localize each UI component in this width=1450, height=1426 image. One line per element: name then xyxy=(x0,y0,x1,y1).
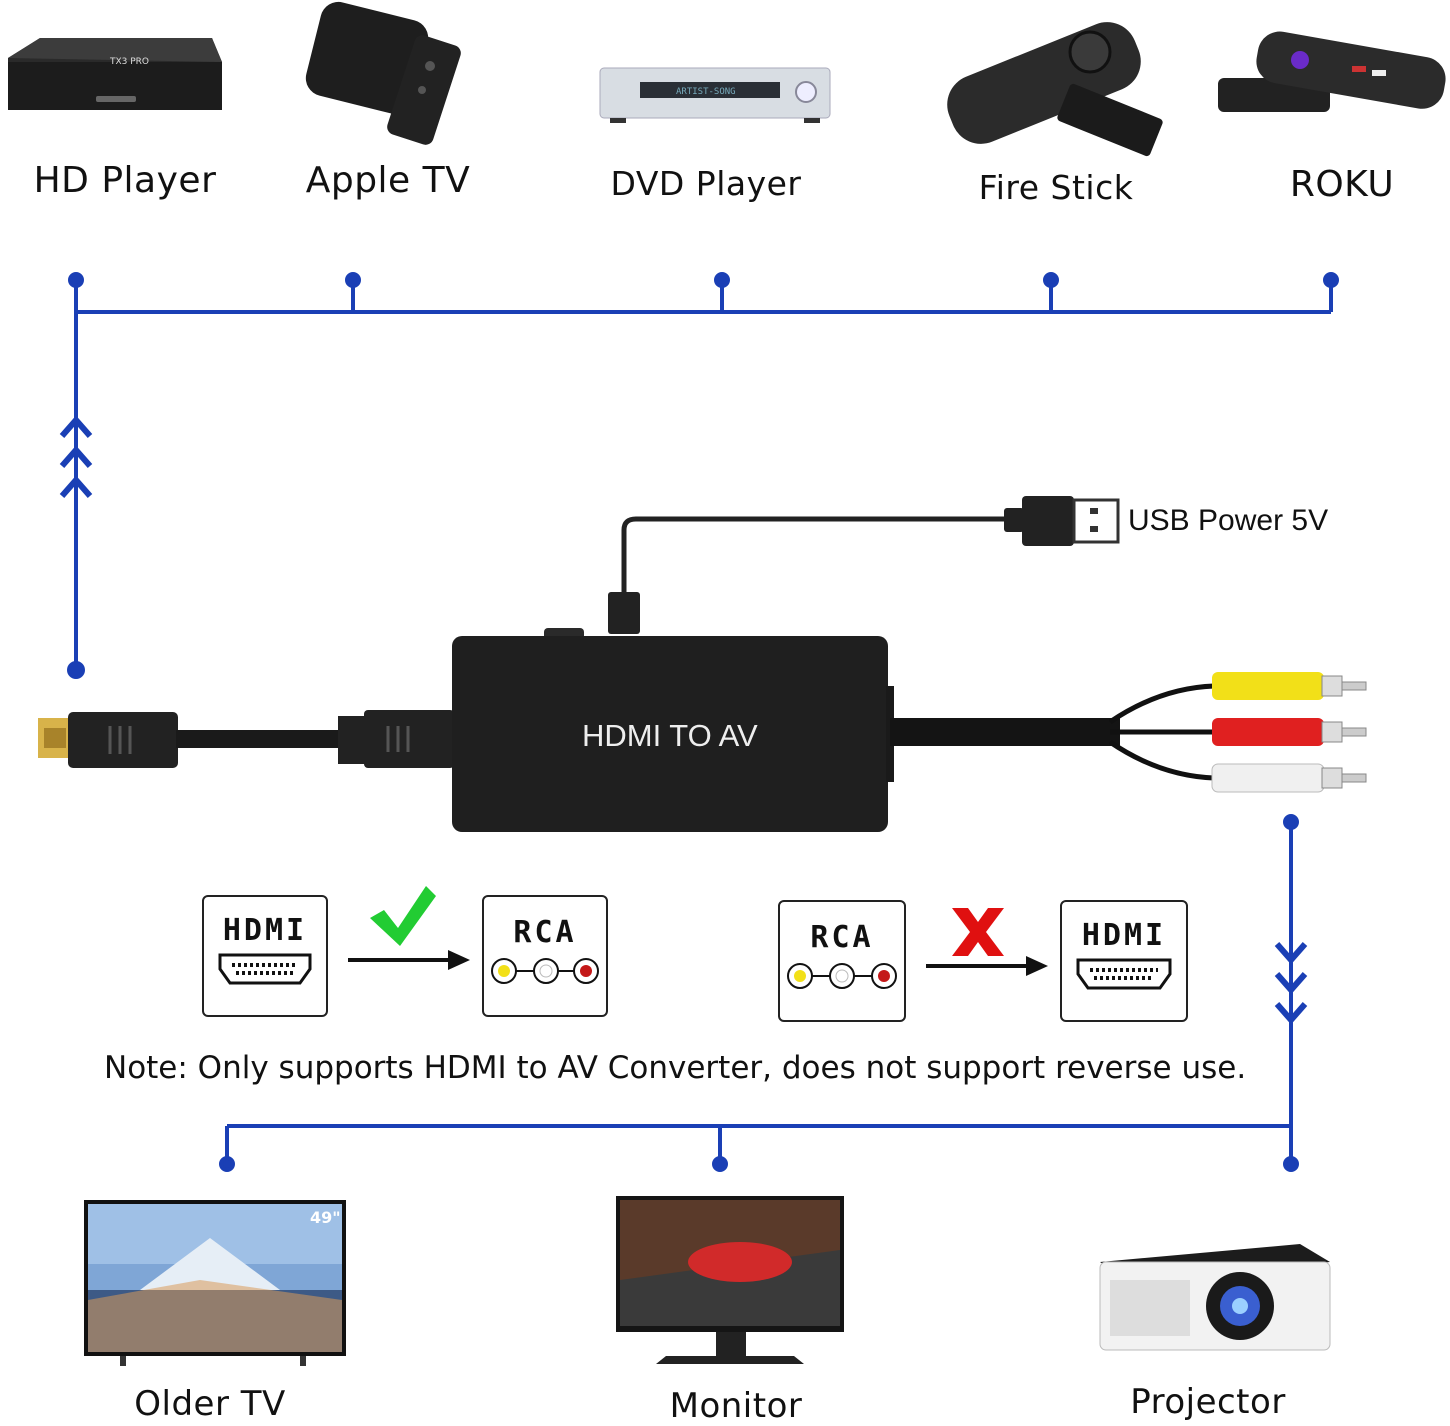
unsupported-arrow xyxy=(926,956,1048,976)
hdmi-port-icon xyxy=(1076,958,1172,990)
source-label-dvd-player: DVD Player xyxy=(610,164,802,203)
converter-label: HDMI TO AV xyxy=(582,718,758,753)
source-bus-line xyxy=(67,272,1339,679)
rca-cables xyxy=(890,672,1367,793)
rca-ports-icon xyxy=(787,963,897,989)
roku-icon xyxy=(1218,31,1446,112)
svg-text:TX3 PRO: TX3 PRO xyxy=(109,57,149,67)
older-tv-icon xyxy=(84,1200,346,1366)
unsupported-to-box: HDMI xyxy=(1060,900,1188,1022)
compatibility-note: Note: Only supports HDMI to AV Converter… xyxy=(104,1050,1247,1086)
hdmi-port-icon xyxy=(218,953,312,985)
supported-from-box: HDMI xyxy=(202,895,328,1017)
hd-player-icon: TX3 PRO xyxy=(8,38,222,110)
down-arrows-icon xyxy=(1274,942,1308,1025)
apple-tv-icon xyxy=(305,1,461,145)
unsupported-from-box: RCA xyxy=(778,900,906,1022)
dvd-player-icon: ARTIST-SONG xyxy=(599,67,831,123)
source-label-apple-tv: Apple TV xyxy=(305,160,471,201)
supported-to-label: RCA xyxy=(513,915,577,950)
supported-arrow xyxy=(348,950,470,970)
fire-stick-icon xyxy=(947,22,1163,157)
source-label-roku: ROKU xyxy=(1289,164,1395,205)
monitor-icon xyxy=(616,1196,844,1364)
output-label-monitor: Monitor xyxy=(669,1386,803,1426)
source-label-fire-stick: Fire Stick xyxy=(978,168,1134,207)
cross-icon xyxy=(952,908,1004,956)
unsupported-to-label: HDMI xyxy=(1081,918,1167,953)
unsupported-from-label: RCA xyxy=(810,920,874,955)
svg-text:ARTIST-SONG: ARTIST-SONG xyxy=(676,87,736,97)
supported-from-label: HDMI xyxy=(222,913,308,948)
supported-to-box: RCA xyxy=(482,895,608,1017)
usb-cable xyxy=(608,496,1120,634)
usb-power-label: USB Power 5V xyxy=(1128,504,1329,537)
hdmi-cable xyxy=(38,710,454,768)
output-label-projector: Projector xyxy=(1130,1382,1286,1422)
rca-ports-icon xyxy=(491,958,599,984)
check-icon xyxy=(370,886,436,946)
tv-size-badge: 49" xyxy=(310,1208,341,1227)
up-arrows-icon xyxy=(59,415,93,498)
source-label-hd-player: HD Player xyxy=(33,160,217,201)
projector-icon xyxy=(1099,1244,1331,1351)
output-label-older-tv: Older TV xyxy=(134,1384,286,1424)
